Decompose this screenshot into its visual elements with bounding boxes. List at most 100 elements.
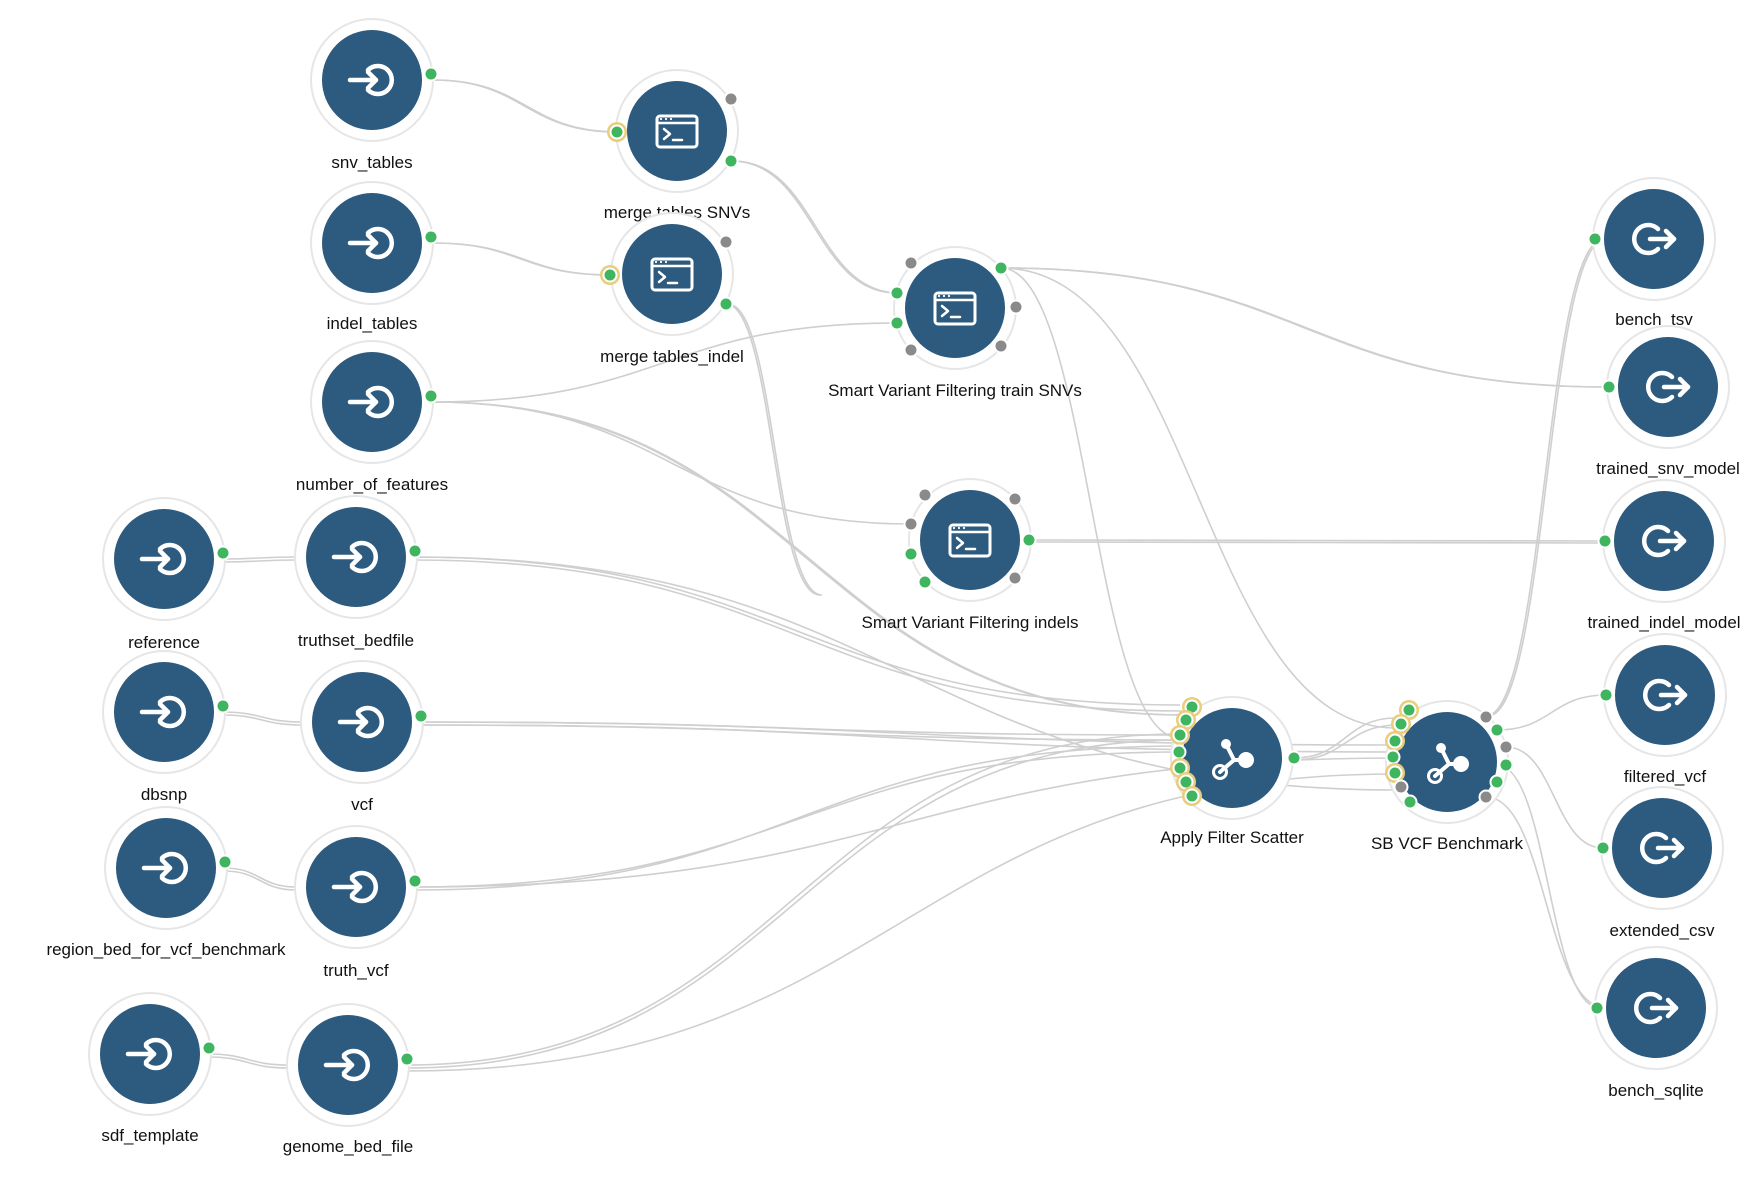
port-connected[interactable] bbox=[723, 153, 739, 169]
port-unconnected[interactable] bbox=[1498, 739, 1514, 755]
node-body[interactable] bbox=[905, 258, 1005, 358]
port-connected[interactable] bbox=[407, 543, 423, 559]
connection-edge bbox=[221, 714, 303, 726]
port-unconnected[interactable] bbox=[993, 338, 1009, 354]
node-dbsnp[interactable]: dbsnp bbox=[102, 650, 231, 804]
port-connected[interactable] bbox=[201, 1040, 217, 1056]
port-connected[interactable] bbox=[1498, 757, 1514, 773]
port-connected[interactable] bbox=[1589, 1000, 1605, 1016]
port-unconnected[interactable] bbox=[903, 516, 919, 532]
node-region-bed[interactable]: region_bed_for_vcf_benchmark bbox=[46, 806, 286, 959]
port-connected[interactable] bbox=[1021, 532, 1037, 548]
port-connected[interactable] bbox=[1595, 840, 1611, 856]
node-trained-indel-model[interactable]: trained_indel_model bbox=[1587, 479, 1741, 632]
node-sb-vcf-benchmark[interactable]: SB VCF Benchmark bbox=[1371, 700, 1524, 853]
port-connected[interactable] bbox=[423, 229, 439, 245]
port-unconnected[interactable] bbox=[1478, 709, 1494, 725]
port-connected[interactable] bbox=[1387, 733, 1403, 749]
port-connected[interactable] bbox=[1178, 712, 1194, 728]
node-body[interactable] bbox=[622, 224, 722, 324]
connection-edge bbox=[431, 401, 912, 525]
connection-edge bbox=[221, 711, 303, 723]
node-label: sdf_template bbox=[101, 1126, 198, 1145]
node-sdf-template[interactable]: sdf_template bbox=[88, 992, 217, 1145]
port-unconnected[interactable] bbox=[1007, 570, 1023, 586]
node-genome-bed-file[interactable]: genome_bed_file bbox=[283, 1003, 415, 1156]
node-body[interactable] bbox=[920, 490, 1020, 590]
port-connected[interactable] bbox=[609, 124, 625, 140]
port-connected[interactable] bbox=[217, 854, 233, 870]
port-unconnected[interactable] bbox=[1393, 779, 1409, 795]
port-connected[interactable] bbox=[1184, 788, 1200, 804]
port-unconnected[interactable] bbox=[903, 342, 919, 358]
port-connected[interactable] bbox=[1387, 765, 1403, 781]
port-connected[interactable] bbox=[993, 260, 1009, 276]
node-apply-filter-scatter[interactable]: Apply Filter Scatter bbox=[1160, 696, 1304, 847]
node-label: filtered_vcf bbox=[1624, 767, 1706, 786]
port-unconnected[interactable] bbox=[718, 234, 734, 250]
node-truthset-bedfile[interactable]: truthset_bedfile bbox=[294, 495, 423, 650]
port-connected[interactable] bbox=[1598, 687, 1614, 703]
port-connected[interactable] bbox=[407, 873, 423, 889]
port-connected[interactable] bbox=[1601, 379, 1617, 395]
port-connected[interactable] bbox=[1597, 533, 1613, 549]
port-connected[interactable] bbox=[889, 315, 905, 331]
node-trained-snv-model[interactable]: trained_snv_model bbox=[1596, 325, 1740, 478]
port-connected[interactable] bbox=[413, 708, 429, 724]
connection-edge bbox=[433, 401, 1185, 716]
node-label: Apply Filter Scatter bbox=[1160, 828, 1304, 847]
port-connected[interactable] bbox=[917, 574, 933, 590]
port-connected[interactable] bbox=[1401, 702, 1417, 718]
port-unconnected[interactable] bbox=[903, 255, 919, 271]
port-connected[interactable] bbox=[889, 285, 905, 301]
port-unconnected[interactable] bbox=[917, 487, 933, 503]
port-connected[interactable] bbox=[423, 66, 439, 82]
node-bench-tsv[interactable]: bench_tsv bbox=[1587, 177, 1716, 329]
port-connected[interactable] bbox=[1385, 749, 1401, 765]
node-merge-snvs[interactable]: merge tables SNVs bbox=[604, 69, 750, 222]
node-label: number_of_features bbox=[296, 475, 448, 494]
node-indel-tables[interactable]: indel_tables bbox=[310, 181, 439, 333]
connection-edge bbox=[727, 303, 823, 596]
port-connected[interactable] bbox=[602, 267, 618, 283]
port-unconnected[interactable] bbox=[1007, 491, 1023, 507]
node-label: reference bbox=[128, 633, 200, 652]
port-unconnected[interactable] bbox=[723, 91, 739, 107]
port-connected[interactable] bbox=[423, 388, 439, 404]
port-connected[interactable] bbox=[215, 698, 231, 714]
node-bench-sqlite[interactable]: bench_sqlite bbox=[1589, 946, 1718, 1100]
node-truth-vcf[interactable]: truth_vcf bbox=[294, 825, 423, 980]
node-svf-train-snvs[interactable]: Smart Variant Filtering train SNVs bbox=[828, 246, 1082, 400]
input-icon bbox=[347, 63, 395, 97]
node-filtered-vcf[interactable]: filtered_vcf bbox=[1598, 633, 1727, 786]
port-connected[interactable] bbox=[718, 296, 734, 312]
node-label: truthset_bedfile bbox=[298, 631, 414, 650]
node-merge-indel[interactable]: merge tables_indel bbox=[600, 212, 744, 366]
connection-edge bbox=[730, 160, 898, 294]
port-connected[interactable] bbox=[1172, 727, 1188, 743]
node-number-of-features[interactable]: number_of_features bbox=[296, 340, 448, 494]
node-snv-tables[interactable]: snv_tables bbox=[310, 18, 439, 172]
port-connected[interactable] bbox=[1489, 774, 1505, 790]
port-connected[interactable] bbox=[1286, 750, 1302, 766]
node-svf-indels[interactable]: Smart Variant Filtering indels bbox=[862, 478, 1079, 632]
node-reference[interactable]: reference bbox=[102, 497, 231, 652]
port-connected[interactable] bbox=[1171, 744, 1187, 760]
port-connected[interactable] bbox=[1393, 716, 1409, 732]
node-vcf[interactable]: vcf bbox=[300, 660, 429, 814]
port-connected[interactable] bbox=[1402, 794, 1418, 810]
output-icon bbox=[1641, 524, 1687, 558]
node-label: Smart Variant Filtering indels bbox=[862, 613, 1079, 632]
port-connected[interactable] bbox=[399, 1051, 415, 1067]
node-extended-csv[interactable]: extended_csv bbox=[1595, 786, 1724, 940]
port-connected[interactable] bbox=[1489, 722, 1505, 738]
port-unconnected[interactable] bbox=[1008, 299, 1024, 315]
port-connected[interactable] bbox=[215, 545, 231, 561]
connection-edge bbox=[1028, 541, 1606, 544]
port-connected[interactable] bbox=[903, 546, 919, 562]
port-unconnected[interactable] bbox=[1478, 789, 1494, 805]
port-connected[interactable] bbox=[1587, 231, 1603, 247]
node-body[interactable] bbox=[627, 81, 727, 181]
input-icon bbox=[331, 540, 379, 574]
